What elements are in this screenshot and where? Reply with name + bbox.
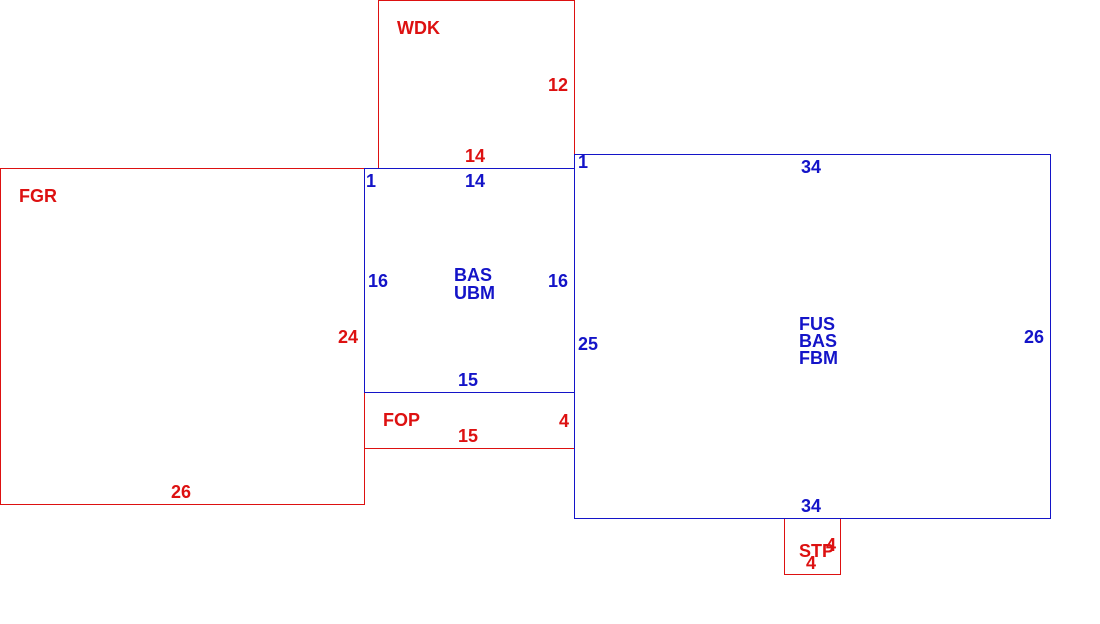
area-wdk[interactable]: WDK 12 14 [378, 0, 575, 169]
area-fgr-code: FGR [19, 186, 57, 206]
area-bas-ubm-dim-bottom: 15 [458, 370, 478, 390]
area-wdk-dim-bottom: 14 [465, 146, 485, 166]
area-fus-bas-fbm-code-2: BAS [799, 331, 837, 351]
area-bas-ubm-code-2: UBM [454, 283, 495, 303]
area-stp-dim-right: 4 [826, 535, 836, 555]
area-fgr-dim-right: 24 [338, 327, 358, 347]
area-fgr-outline [0, 168, 365, 505]
area-fgr-dim-bottom: 26 [171, 482, 191, 502]
area-fus-bas-fbm-outline [574, 154, 1051, 519]
area-wdk-dim-right: 12 [548, 75, 568, 95]
area-fus-bas-fbm-code-3: FBM [799, 348, 838, 368]
area-fop[interactable]: FOP 4 15 [364, 392, 575, 449]
area-bas-ubm-code-1: BAS [454, 265, 492, 285]
area-fop-code: FOP [383, 410, 420, 430]
area-stp-code: STP [799, 541, 834, 561]
area-wdk-code: WDK [397, 18, 440, 38]
area-fus-bas-fbm-code-1: FUS [799, 314, 835, 334]
area-bas-ubm-dim-right: 16 [548, 271, 568, 291]
area-fus-bas-fbm-dim-bottom: 34 [801, 496, 821, 516]
area-fus-bas-fbm-dim-corner: 1 [578, 152, 588, 172]
area-fop-dim-right: 4 [559, 411, 569, 431]
area-fus-bas-fbm-dim-top: 34 [801, 157, 821, 177]
area-fus-bas-fbm-dim-left: 25 [578, 334, 598, 354]
area-bas-ubm-dim-top: 14 [465, 171, 485, 191]
area-stp-dim-bottom: 4 [806, 553, 816, 573]
area-stp[interactable]: STP 4 4 [784, 518, 841, 575]
area-fus-bas-fbm[interactable]: 1 34 25 26 FUS BAS FBM 34 [574, 152, 1051, 519]
area-bas-ubm-dim-corner: 1 [366, 171, 376, 191]
area-fop-dim-bottom: 15 [458, 426, 478, 446]
area-bas-ubm[interactable]: 1 14 16 16 BAS UBM 15 [364, 168, 575, 393]
area-fgr[interactable]: FGR 24 26 [0, 168, 365, 505]
area-bas-ubm-dim-left: 16 [368, 271, 388, 291]
area-fus-bas-fbm-dim-right: 26 [1024, 327, 1044, 347]
